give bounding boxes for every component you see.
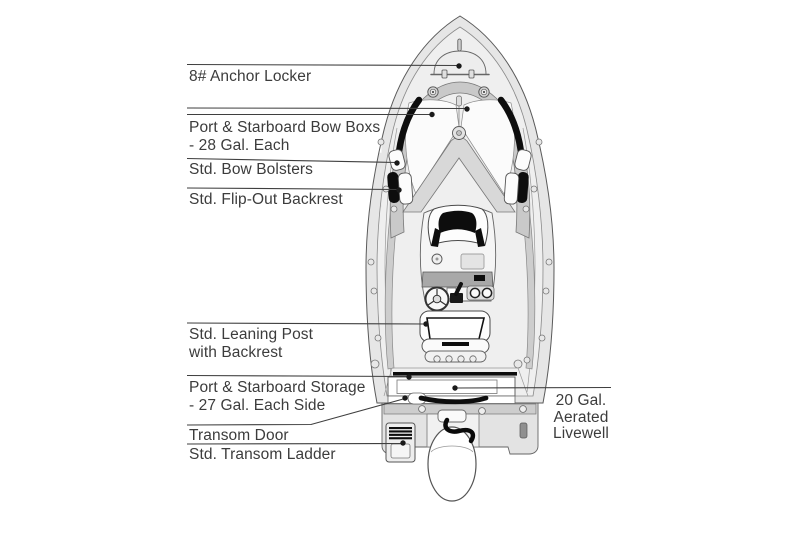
leader-line-anchor-locker [186,63,460,67]
bow-hatch-hinges [427,86,490,98]
electronics-panel [460,253,485,270]
leader-line-leaning-post [186,322,427,325]
leaning-post-backrest [426,317,486,340]
callout-bow-bolsters: Std. Bow Bolsters [189,161,314,178]
leader-line-transom-door [186,397,406,426]
callout-anchor-locker: 8# Anchor Locker [189,68,312,85]
callout-leaning-post: Std. Leaning Post with Backrest [189,326,314,361]
gunwale-channels [384,205,536,370]
steering-wheel [424,286,450,312]
outboard-motor [427,426,477,502]
leader-line-bow-box-starboard [186,107,468,110]
livewell-hatch [396,379,498,394]
leader-dots [394,63,470,446]
aft-storage-and-livewell [383,367,529,405]
center-console [419,204,497,312]
gauge [469,287,481,299]
hull-fittings [367,138,553,369]
leader-line-storage [186,374,410,378]
bow-navigation-light [457,38,462,52]
throttle-lever [454,282,463,296]
rigging-cable [443,417,476,444]
windshield-glass [438,210,477,233]
leader-lines [186,63,612,445]
leader-line-transom-ladder [186,442,404,445]
callout-bow-boxes: Port & Starboard Bow Boxs - 28 Gal. Each [189,119,381,154]
motor-well-hatch [437,409,467,423]
leader-line-flip-out-backrest [186,187,400,191]
callout-flip-out-backrest: Std. Flip-Out Backrest [189,191,343,208]
bow-box-lids [405,99,515,195]
callout-livewell: 20 Gal. Aerated Livewell [553,392,609,442]
throttle-base [450,293,463,303]
leader-line-livewell [454,386,612,389]
anchor-locker [430,50,490,79]
leaning-post [419,310,491,363]
gauge [481,287,493,299]
callout-transom-door: Transom Door [189,427,289,444]
flip-out-backrests [387,171,529,205]
callout-transom-ladder: Std. Transom Ladder [189,446,336,463]
bow-bolsters [388,96,532,171]
callout-storage: Port & Starboard Storage - 27 Gal. Each … [189,379,366,414]
leader-line-bow-bolsters [186,157,398,164]
